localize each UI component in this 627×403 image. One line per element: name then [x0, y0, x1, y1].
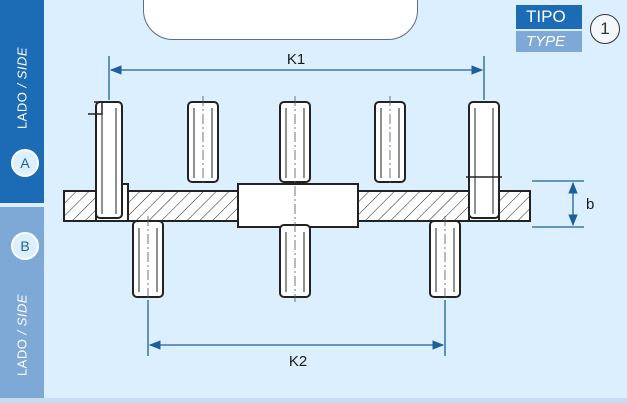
center-lines [147, 96, 446, 302]
b-label: b [586, 196, 594, 213]
k1-dimension [108, 56, 485, 100]
k1-label: K1 [287, 51, 305, 68]
flange-hub [237, 183, 359, 228]
type-number: 1 [590, 14, 620, 44]
product-photo-frame [143, 0, 418, 40]
side-b-marker: B [11, 232, 39, 260]
type-label-type: TYPE [516, 31, 582, 52]
top-stud-1 [88, 101, 123, 219]
type-label-tipo: TIPO [516, 5, 582, 29]
k2-label: K2 [289, 353, 307, 370]
k2-dimension [147, 300, 446, 356]
side-a-marker: A [11, 149, 39, 177]
top-stud-5 [466, 101, 502, 219]
b-dimension [532, 180, 584, 228]
bottom-strip [0, 398, 627, 403]
